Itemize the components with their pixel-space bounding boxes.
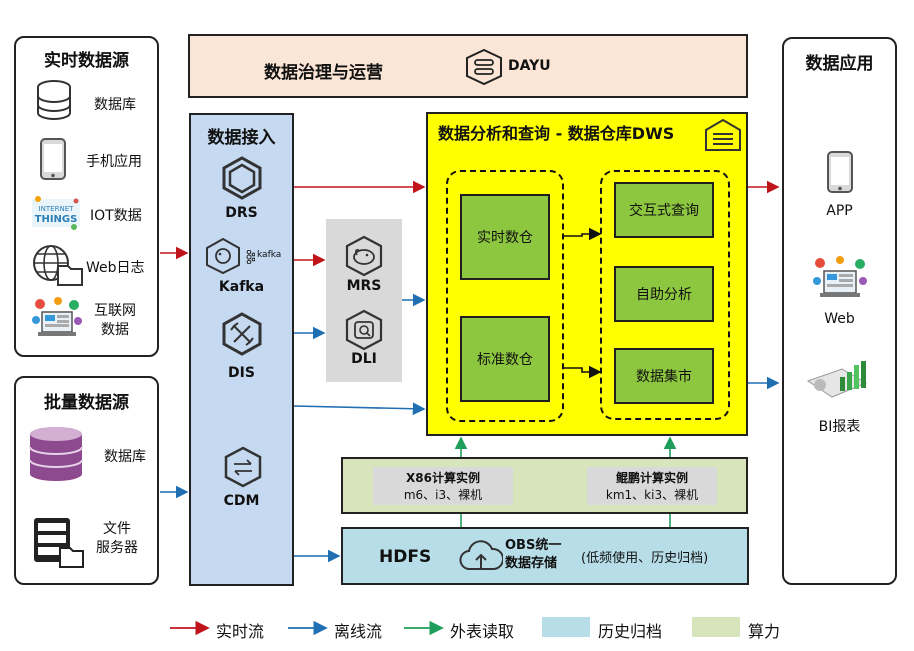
realtime-source-internet: 互联网 数据 — [94, 303, 136, 338]
legend-archive-label: 历史归档 — [598, 622, 663, 641]
dws-realtime-warehouse[interactable]: 实时数仓 — [460, 194, 550, 280]
realtime-sources-title: 实时数据源 — [44, 51, 129, 71]
mrs-icon — [344, 235, 384, 281]
batch-sources-title: 批量数据源 — [44, 393, 129, 413]
bi-report-icon — [806, 359, 868, 409]
svg-text:INTERNET: INTERNET — [39, 205, 75, 213]
dws-realtime-warehouse-label: 实时数仓 — [477, 230, 533, 246]
dws-services-group — [600, 170, 730, 420]
kunpeng-instance-sub: km1、ki3、裸机 — [605, 488, 699, 502]
realtime-sources-panel: 实时数据源 数据库 手机应用 INTERNET THINGS IOT数据 — [14, 36, 159, 357]
dws-standard-warehouse[interactable]: 标准数仓 — [460, 316, 550, 402]
applications-panel: 数据应用 APP Web BI报表 — [782, 37, 897, 585]
realtime-source-database: 数据库 — [94, 97, 136, 113]
ingestion-drs-label: DRS — [225, 205, 258, 221]
legend-archive-swatch — [542, 617, 590, 637]
legend-external-label: 外表读取 — [450, 622, 515, 641]
governance-bar: 数据治理与运营 DAYU — [188, 34, 748, 98]
internet-data-icon — [30, 296, 84, 348]
ingestion-kafka-label: Kafka — [218, 279, 265, 295]
compute-services-panel: MRS DLI — [326, 219, 402, 382]
realtime-source-mobile: 手机应用 — [86, 154, 142, 170]
compute-layer-panel: X86计算实例 m6、i3、裸机 鲲鹏计算实例 km1、ki3、裸机 — [341, 457, 748, 514]
web-application-icon — [812, 255, 868, 307]
realtime-source-web-log: Web日志 — [86, 260, 145, 276]
ingestion-title: 数据接入 — [207, 128, 276, 148]
dis-icon — [219, 311, 265, 361]
x86-instance-box: X86计算实例 m6、i3、裸机 — [373, 467, 513, 505]
x86-instance-sub: m6、i3、裸机 — [403, 488, 483, 502]
governance-title: 数据治理与运营 — [264, 63, 383, 83]
dws-standard-warehouse-label: 标准数仓 — [477, 352, 533, 368]
kafka-icon — [205, 237, 241, 279]
kunpeng-instance-title: 鲲鹏计算实例 — [615, 471, 688, 485]
dayu-logo-icon — [464, 48, 504, 90]
file-server-icon — [32, 516, 84, 572]
batch-sources-panel: 批量数据源 数据库 文件 服务器 — [14, 376, 159, 585]
dws-warehouse-group — [446, 170, 564, 422]
dws-title: 数据分析和查询 - 数据仓库DWS — [438, 124, 675, 143]
batch-source-database: 数据库 — [104, 449, 146, 465]
mobile-phone-icon — [40, 138, 66, 184]
realtime-source-iot: IOT数据 — [90, 208, 142, 224]
storage-note: (低频使用、历史归档) — [581, 551, 709, 566]
drs-icon — [219, 155, 265, 205]
cloud-upload-icon — [459, 539, 504, 579]
batch-source-file-server: 文件 服务器 — [96, 521, 138, 556]
dws-panel: 数据分析和查询 - 数据仓库DWS 实时数仓 标准数仓 交互式查询 自助分析 数… — [426, 112, 748, 436]
database-icon — [36, 80, 72, 124]
application-web-label: Web — [824, 311, 855, 327]
storage-panel: HDFS OBS统一 数据存储 (低频使用、历史归档) — [341, 527, 749, 585]
internet-of-things-icon: INTERNET THINGS — [30, 193, 82, 237]
dli-icon — [344, 309, 384, 355]
svg-text:THINGS: THINGS — [35, 214, 78, 225]
dws-data-mart-label: 数据集市 — [636, 369, 692, 385]
dws-self-service-analysis-label: 自助分析 — [636, 287, 692, 303]
governance-brand: DAYU — [508, 58, 551, 74]
database-server-icon — [24, 426, 88, 486]
dws-data-mart[interactable]: 数据集市 — [614, 348, 714, 404]
web-log-icon — [32, 244, 84, 290]
dws-interactive-query[interactable]: 交互式查询 — [614, 182, 714, 238]
ingestion-cdm-label: CDM — [223, 493, 260, 509]
legend-offline-label: 离线流 — [334, 622, 383, 641]
mrs-label: MRS — [346, 278, 382, 294]
warehouse-icon — [704, 118, 742, 156]
kafka-logo-text: kafka — [257, 250, 282, 260]
dli-label: DLI — [351, 351, 377, 367]
cdm-icon — [221, 445, 265, 493]
dws-self-service-analysis[interactable]: 自助分析 — [614, 266, 714, 322]
arrow-ingestion-to-dws-offline — [293, 402, 426, 416]
ingestion-panel: 数据接入 DRS kafka Kafka — [189, 113, 294, 586]
mobile-app-icon — [827, 151, 853, 197]
kunpeng-instance-box: 鲲鹏计算实例 km1、ki3、裸机 — [587, 467, 717, 505]
storage-obs-label: OBS统一 数据存储 — [505, 538, 562, 571]
legend-compute-label: 算力 — [748, 622, 781, 641]
legend-realtime-label: 实时流 — [216, 622, 265, 641]
kafka-logo-icon — [243, 249, 256, 268]
dws-interactive-query-label: 交互式查询 — [629, 203, 699, 219]
application-app-label: APP — [826, 203, 853, 219]
x86-instance-title: X86计算实例 — [406, 471, 480, 485]
application-bi-label: BI报表 — [818, 419, 861, 435]
ingestion-dis-label: DIS — [228, 365, 255, 381]
legend-compute-swatch — [692, 617, 740, 637]
storage-hdfs-label: HDFS — [379, 547, 432, 567]
applications-title: 数据应用 — [805, 54, 874, 74]
